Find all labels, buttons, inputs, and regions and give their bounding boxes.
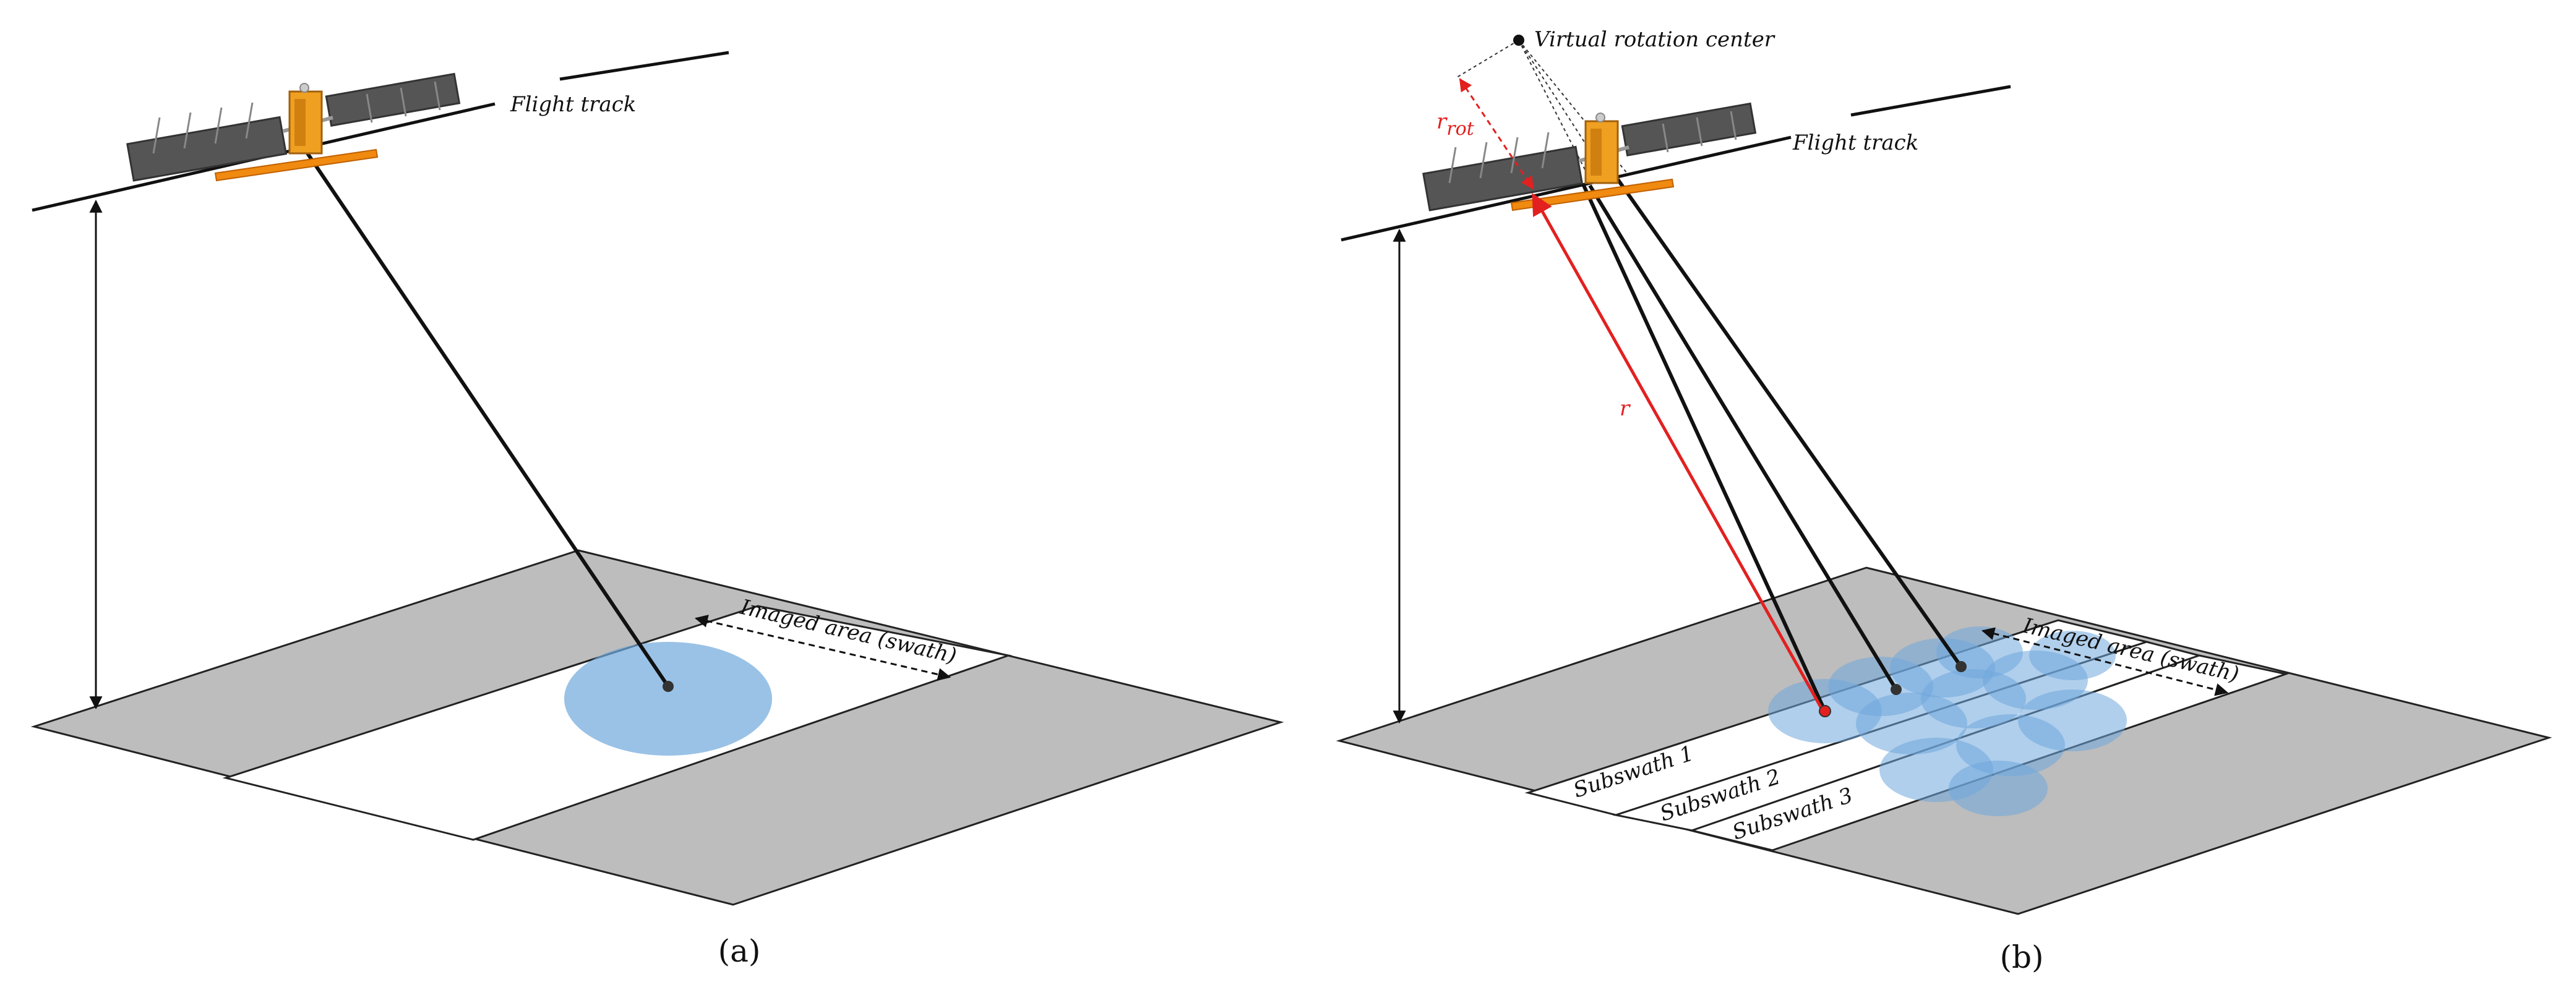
beam-line-b-1 (1582, 184, 1827, 712)
beam-target-b-3 (1956, 661, 1967, 672)
r-rot-arrow (1459, 78, 1534, 190)
flight-track-a-extension (559, 51, 729, 81)
r-label: r (1620, 396, 1631, 421)
flight-track-b (1341, 135, 1792, 242)
r-rot-label: rrot (1436, 109, 1475, 140)
flight-track-label-a: Flight track (510, 92, 636, 117)
virtual-center-label: Virtual rotation center (1534, 27, 1775, 52)
caption-a: (a) (718, 933, 761, 969)
antenna-footprint-a (564, 642, 772, 756)
flight-track-label-b: Flight track (1792, 130, 1918, 155)
panel-b: Virtual rotation center rrot r Flight tr… (1336, 27, 2552, 975)
r-rot-sub: rot (1446, 118, 1474, 140)
swath-arrow-a (694, 615, 951, 681)
beam-target-b-1 (1819, 705, 1831, 717)
r-rot-base: r (1436, 109, 1448, 134)
satellite-icon-a (127, 74, 460, 181)
beam-line-b-2 (1588, 184, 1898, 691)
range-line-r (1531, 192, 1826, 714)
beam-line-a (304, 150, 670, 688)
beam-line-b-3 (1616, 178, 1963, 668)
virtual-center-line-4 (1456, 40, 1519, 78)
beam-target-a (663, 681, 674, 692)
beam-target-b-2 (1891, 684, 1902, 695)
virtual-center-dot (1513, 35, 1524, 46)
panel-a: Flight track Imaged area (swath) (a) (30, 51, 1284, 969)
flight-track-b-extension (1850, 85, 2011, 117)
caption-b: (b) (1999, 939, 2043, 975)
